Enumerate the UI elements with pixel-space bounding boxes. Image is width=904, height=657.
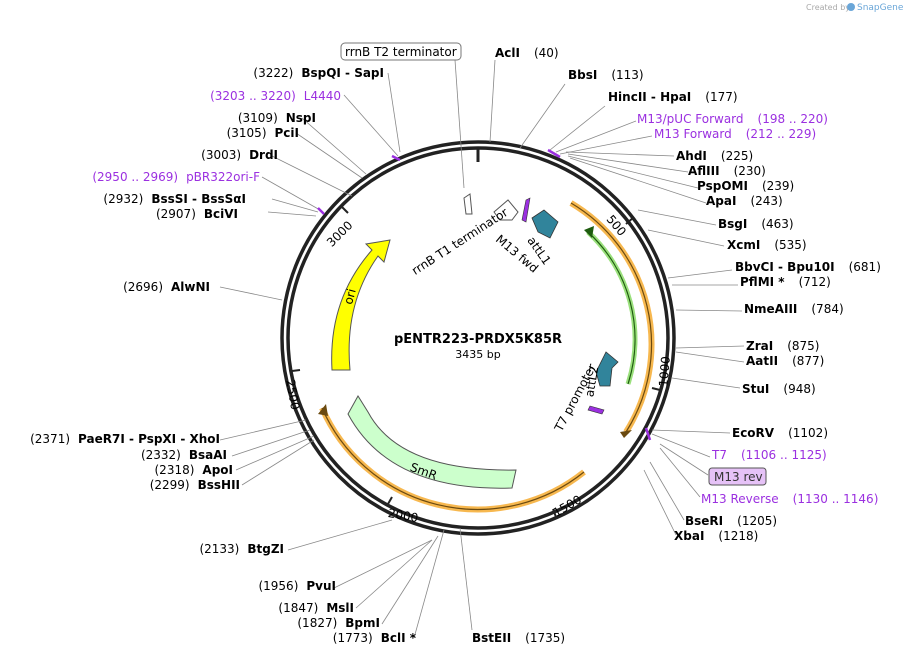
smr-feature-arrow (347, 395, 517, 489)
plasmid-length: 3435 bp (455, 348, 500, 361)
site-bsaai[interactable]: (2332)BsaAI (141, 448, 227, 462)
orange-arc-right-arrowhead (620, 430, 632, 438)
site-rrnb-t2-terminator[interactable]: rrnB T2 terminator (345, 45, 457, 59)
site-zrai[interactable]: ZraI(875) (746, 339, 819, 353)
rrnb-t1-feature-arrow (493, 199, 519, 221)
site-bseri[interactable]: BseRI(1205) (685, 514, 777, 528)
site-l4440[interactable]: (3203 .. 3220)L4440 (210, 89, 341, 103)
site-bspqi-sapi[interactable]: (3222)BspQI - SapI (253, 66, 384, 80)
tick-label-1500: 1500 (551, 492, 584, 519)
site-bcivi[interactable]: (2907)BciVI (156, 207, 238, 221)
site-bbsi[interactable]: BbsI(113) (568, 68, 644, 82)
tick-label-2000: 2000 (387, 506, 420, 525)
credit-prefix: Created by (806, 3, 850, 12)
site-pspomi[interactable]: PspOMI(239) (697, 179, 794, 193)
site-bsssi-bsssai[interactable]: (2932)BssSI - BssSαI (103, 192, 246, 206)
site-pvui[interactable]: (1956)PvuI (258, 579, 336, 593)
ruler-ticks (291, 206, 661, 518)
orange-arc-bottom-line (321, 407, 585, 511)
primer-marks (317, 148, 652, 441)
site-bcli[interactable]: (1773)BclI * (333, 631, 417, 645)
site-pflmi[interactable]: PflMI *(712) (740, 275, 831, 289)
tick-label-2500: 2500 (283, 378, 302, 411)
attl2-label: attL2 (582, 365, 601, 398)
site-m13-puc-forward[interactable]: M13/pUC Forward(198 .. 220) (637, 112, 828, 126)
site-nmeaiii[interactable]: NmeAIII(784) (744, 302, 844, 316)
rrnb-t2-label-box[interactable] (340, 42, 462, 61)
backbone-outer-ring (280, 140, 676, 536)
site-bsshii[interactable]: (2299)BssHII (150, 478, 240, 492)
ori-feature-arrow (331, 239, 391, 371)
m13-fwd-primer-mark (521, 197, 531, 223)
site-alwni[interactable]: (2696)AlwNI (123, 280, 210, 294)
attl2-feature-arrow (595, 351, 619, 387)
site-ecorv[interactable]: EcoRV(1102) (732, 426, 828, 440)
site-xcmi[interactable]: XcmI(535) (727, 238, 807, 252)
site-bpmi[interactable]: (1827)BpmI (297, 616, 380, 630)
site-btgzi[interactable]: (2133)BtgZI (199, 542, 284, 556)
site-afliii[interactable]: AflIII(230) (688, 164, 766, 178)
m13-rev-primer-mark (587, 405, 605, 415)
site-apoi[interactable]: (2318)ApoI (155, 463, 234, 477)
attl1-feature-arrow (531, 209, 559, 239)
site-bbvci-bpu10i[interactable]: BbvCI - Bpu10I(681) (735, 260, 881, 274)
site-hincii-hpai[interactable]: HincII - HpaI(177) (608, 90, 738, 104)
site-msli[interactable]: (1847)MslI (278, 601, 354, 615)
site-apai[interactable]: ApaI(243) (706, 194, 783, 208)
m13-rev-highlight-box[interactable] (708, 467, 767, 486)
leader-lines (219, 59, 745, 639)
site-bsgi[interactable]: BsgI(463) (718, 217, 794, 231)
site-m13-reverse[interactable]: M13 Reverse(1130 .. 1146) (701, 492, 878, 506)
green-arc-line (587, 231, 636, 385)
credit-brand: SnapGene (857, 3, 904, 13)
site-aatii[interactable]: AatII(877) (746, 354, 824, 368)
ori-label: ori (341, 287, 359, 306)
site-m13-forward[interactable]: M13 Forward(212 .. 229) (654, 127, 816, 141)
tick-label-1000: 1000 (656, 356, 673, 388)
site-nspi[interactable]: (3109)NspI (238, 111, 316, 125)
orange-arc-right-line (570, 202, 653, 433)
site-drdi[interactable]: (3003)DrdI (201, 148, 278, 162)
site-pcii[interactable]: (3105)PciI (227, 126, 299, 140)
site-bsteii[interactable]: BstEII(1735) (472, 631, 565, 645)
site-t7[interactable]: T7(1106 .. 1125) (711, 448, 827, 462)
site-pbr322ori-f[interactable]: (2950 .. 2969)pBR322ori-F (92, 170, 260, 184)
site-acli[interactable]: AclI(40) (495, 46, 559, 60)
plasmid-name: pENTR223-PRDX5K85R (394, 332, 562, 347)
snapgene-logo-icon (847, 3, 855, 11)
site-stui[interactable]: StuI(948) (742, 382, 816, 396)
site-paer7i-pspxi-xhoi[interactable]: (2371)PaeR7I - PspXI - XhoI (30, 432, 220, 446)
site-m13-rev[interactable]: M13 rev (714, 470, 763, 484)
site-ahdi[interactable]: AhdI(225) (676, 149, 753, 163)
site-xbai[interactable]: XbaI(1218) (674, 529, 758, 543)
orange-arc-bottom-arrowhead (318, 404, 328, 416)
green-arc-arrowhead (584, 226, 594, 238)
rrnb-t2-feature-arrow (463, 193, 473, 215)
